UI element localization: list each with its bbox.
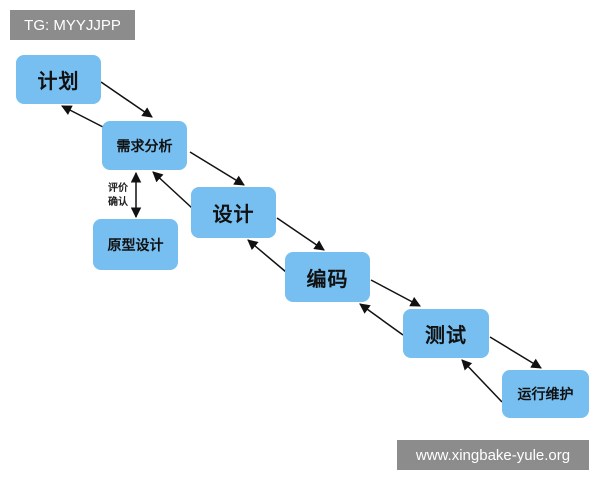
stage-testing-label: 测试 xyxy=(425,323,467,347)
evaluation-label-line-2: 确认 xyxy=(108,197,128,208)
arrow-plan-to-requirements xyxy=(100,81,153,118)
arrow-design-to-requirements xyxy=(152,171,193,209)
watermark-top-text: TG: MYYJJPP xyxy=(24,16,121,34)
stage-plan-label: 计划 xyxy=(37,69,80,93)
arrow-requirements-to-plan xyxy=(61,105,104,128)
stage-requirements: 需求分析 xyxy=(102,121,187,170)
stage-coding: 编码 xyxy=(285,252,370,302)
arrow-coding-to-design xyxy=(247,239,287,273)
arrow-testing-to-maintenance xyxy=(489,336,542,369)
arrow-testing-to-coding xyxy=(359,303,404,336)
stage-prototype: 原型设计 xyxy=(93,219,178,270)
arrow-requirements-to-design xyxy=(189,151,245,186)
stage-testing: 测试 xyxy=(403,309,489,358)
stage-requirements-label: 需求分析 xyxy=(116,138,173,155)
stage-design: 设计 xyxy=(191,187,276,238)
watermark-bottom-text: www.xingbake-yule.org xyxy=(415,446,571,464)
stage-plan: 计划 xyxy=(16,55,101,104)
stage-prototype-label: 原型设计 xyxy=(107,237,164,254)
arrow-maintenance-to-testing xyxy=(461,359,503,403)
arrow-coding-to-testing xyxy=(370,279,421,307)
stage-design-label: 设计 xyxy=(212,202,255,226)
stage-maintenance-label: 运行维护 xyxy=(517,387,574,403)
arrow-design-to-coding xyxy=(276,217,325,251)
stage-coding-label: 编码 xyxy=(306,266,349,291)
evaluation-label-line-1: 评价 xyxy=(108,183,128,194)
stage-maintenance: 运行维护 xyxy=(502,370,589,418)
watermark-top: TG: MYYJJPP xyxy=(10,10,135,40)
watermark-bottom: www.xingbake-yule.org xyxy=(397,440,589,470)
evaluation-label: 评价 确认 xyxy=(103,182,133,210)
